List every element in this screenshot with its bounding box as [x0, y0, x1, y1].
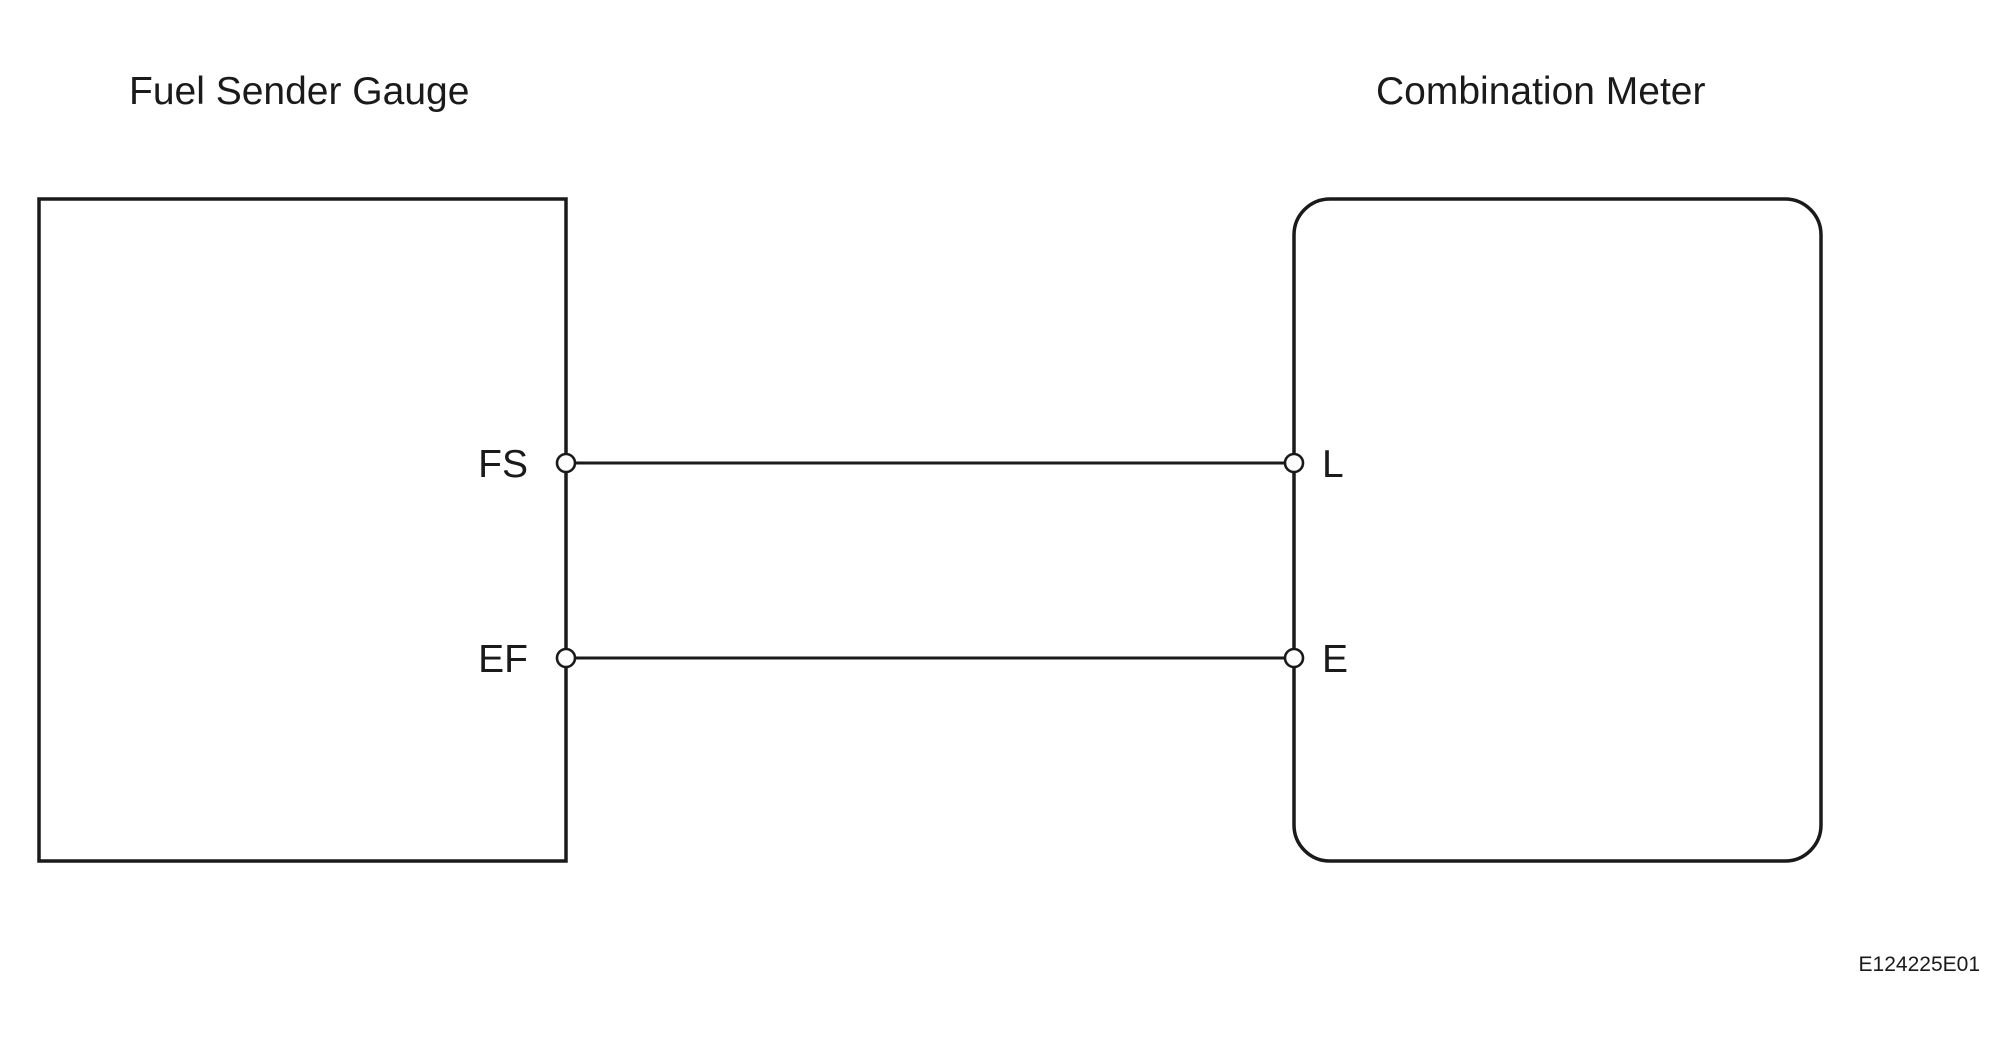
combination-meter-box [1292, 197, 1823, 863]
pin-label-e: E [1322, 638, 1348, 681]
pin-label-fs: FS [478, 443, 528, 486]
pin-label-ef: EF [478, 638, 528, 681]
terminal-e [1283, 647, 1305, 669]
fuel-sender-gauge-title: Fuel Sender Gauge [129, 70, 469, 113]
terminal-fs [555, 452, 577, 474]
pin-label-l: L [1322, 443, 1344, 486]
figure-reference-code: E124225E01 [1859, 953, 1980, 976]
terminal-l [1283, 452, 1305, 474]
combination-meter-title: Combination Meter [1376, 70, 1705, 113]
fuel-sender-gauge-box [37, 197, 568, 863]
terminal-ef [555, 647, 577, 669]
